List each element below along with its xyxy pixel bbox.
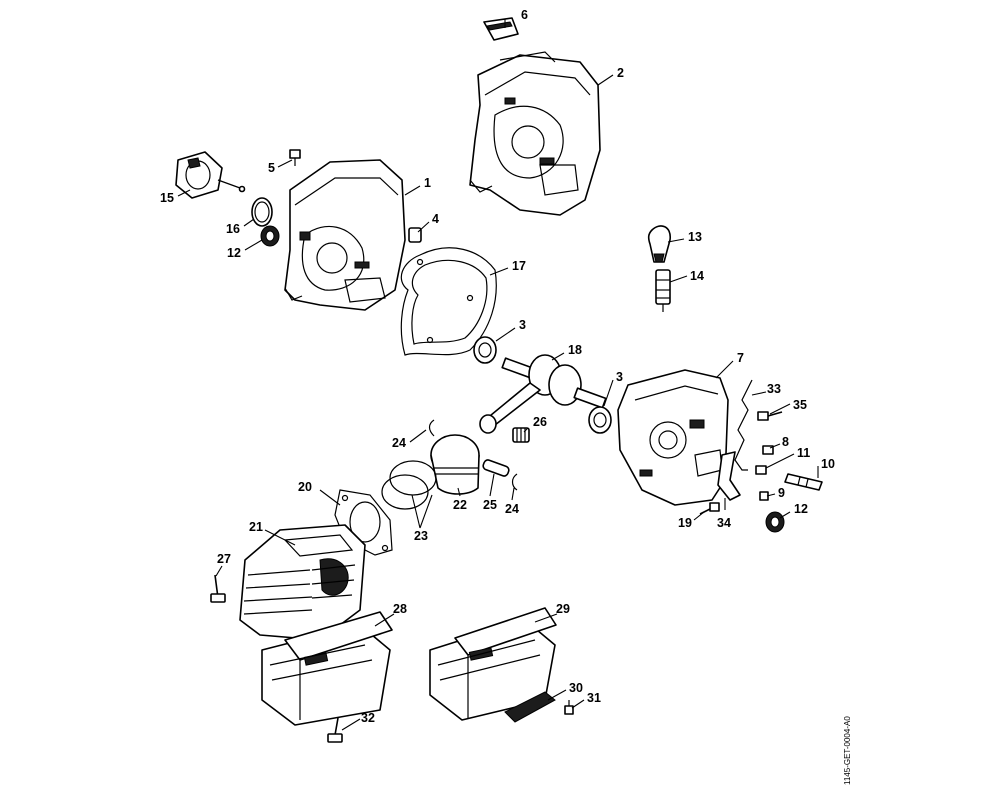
callout-18[interactable]: 18 bbox=[568, 343, 582, 357]
callout-29[interactable]: 29 bbox=[556, 602, 570, 616]
cylinder-drawing bbox=[239, 524, 366, 641]
callout-28[interactable]: 28 bbox=[393, 602, 407, 616]
callout-2[interactable]: 2 bbox=[617, 66, 624, 80]
callout-5[interactable]: 5 bbox=[268, 161, 275, 175]
piston-drawing bbox=[430, 434, 480, 495]
callout-1[interactable]: 1 bbox=[424, 176, 431, 190]
spark-screen-drawing bbox=[504, 691, 556, 723]
crankcase-top-drawing bbox=[469, 51, 601, 216]
muffler-29-drawing bbox=[429, 607, 557, 721]
filter-14-drawing bbox=[655, 269, 671, 312]
callout-20[interactable]: 20 bbox=[298, 480, 312, 494]
seal-12-right-drawing bbox=[765, 511, 785, 533]
crankshaft-drawing bbox=[479, 354, 607, 434]
callout-23[interactable]: 23 bbox=[414, 529, 428, 543]
screw-27-drawing bbox=[210, 574, 226, 603]
callout-13[interactable]: 13 bbox=[688, 230, 702, 244]
bracket-33-drawing bbox=[734, 379, 753, 471]
crankcase-right-drawing bbox=[617, 369, 729, 506]
bracket-34-drawing bbox=[717, 451, 741, 501]
document-id: 1145-GET-0004-A0 bbox=[843, 716, 852, 785]
callout-21[interactable]: 21 bbox=[249, 520, 263, 534]
callout-22[interactable]: 22 bbox=[453, 498, 467, 512]
seal-12-left-drawing bbox=[260, 225, 280, 247]
callout-30[interactable]: 30 bbox=[569, 681, 583, 695]
bearing-3-left-drawing bbox=[473, 336, 497, 364]
callout-3a[interactable]: 3 bbox=[519, 318, 526, 332]
muffler-28-drawing bbox=[261, 611, 393, 726]
bearing-3-right-drawing bbox=[588, 406, 612, 434]
plug-4-drawing bbox=[408, 227, 422, 243]
screw-11-drawing bbox=[755, 465, 767, 475]
o-ring-16-drawing bbox=[251, 197, 273, 227]
callout-35[interactable]: 35 bbox=[793, 398, 807, 412]
callout-24b[interactable]: 24 bbox=[505, 502, 519, 516]
callout-24a[interactable]: 24 bbox=[392, 436, 406, 450]
callout-11[interactable]: 11 bbox=[797, 446, 810, 460]
callout-32[interactable]: 32 bbox=[361, 711, 375, 725]
crankcase-left-drawing bbox=[284, 159, 406, 311]
callout-19[interactable]: 19 bbox=[678, 516, 692, 530]
callout-10[interactable]: 10 bbox=[821, 457, 835, 471]
screw-5-drawing bbox=[289, 149, 301, 166]
leader-lines bbox=[177, 19, 819, 731]
callout-3b[interactable]: 3 bbox=[616, 370, 623, 384]
gasket-17-drawing bbox=[400, 247, 497, 356]
stud-10-drawing bbox=[784, 473, 823, 491]
screw-31-drawing bbox=[564, 700, 574, 715]
callout-12b[interactable]: 12 bbox=[794, 502, 808, 516]
callout-14[interactable]: 14 bbox=[690, 269, 704, 283]
callout-16[interactable]: 16 bbox=[226, 222, 240, 236]
cylinder-gasket-drawing bbox=[334, 489, 393, 556]
screw-32-drawing bbox=[327, 717, 343, 743]
cover-plate-drawing bbox=[483, 17, 519, 41]
callout-7[interactable]: 7 bbox=[737, 351, 744, 365]
circlip-24b-drawing bbox=[511, 473, 518, 491]
oil-pump-drawing bbox=[175, 151, 246, 199]
piston-rings-drawing bbox=[381, 460, 437, 510]
callout-6[interactable]: 6 bbox=[521, 8, 528, 22]
callout-9[interactable]: 9 bbox=[778, 486, 785, 500]
circlip-24a-drawing bbox=[428, 419, 435, 437]
callout-labels: 1 2 3 3 4 5 6 7 8 9 10 11 12 12 13 14 15… bbox=[160, 8, 835, 725]
callout-4[interactable]: 4 bbox=[432, 212, 439, 226]
callout-15[interactable]: 15 bbox=[160, 191, 174, 205]
callout-25[interactable]: 25 bbox=[483, 498, 497, 512]
grommet-13-drawing bbox=[647, 225, 671, 263]
callout-33[interactable]: 33 bbox=[767, 382, 781, 396]
piston-pin-drawing bbox=[482, 459, 510, 477]
callout-34[interactable]: 34 bbox=[717, 516, 731, 530]
screw-35-drawing bbox=[757, 411, 783, 421]
callout-27[interactable]: 27 bbox=[217, 552, 231, 566]
callout-8[interactable]: 8 bbox=[782, 435, 789, 449]
callout-31[interactable]: 31 bbox=[587, 691, 601, 705]
screw-8-drawing bbox=[762, 445, 774, 455]
callout-26[interactable]: 26 bbox=[533, 415, 547, 429]
callout-12a[interactable]: 12 bbox=[227, 246, 241, 260]
callout-17[interactable]: 17 bbox=[512, 259, 526, 273]
screw-9-drawing bbox=[759, 491, 769, 501]
